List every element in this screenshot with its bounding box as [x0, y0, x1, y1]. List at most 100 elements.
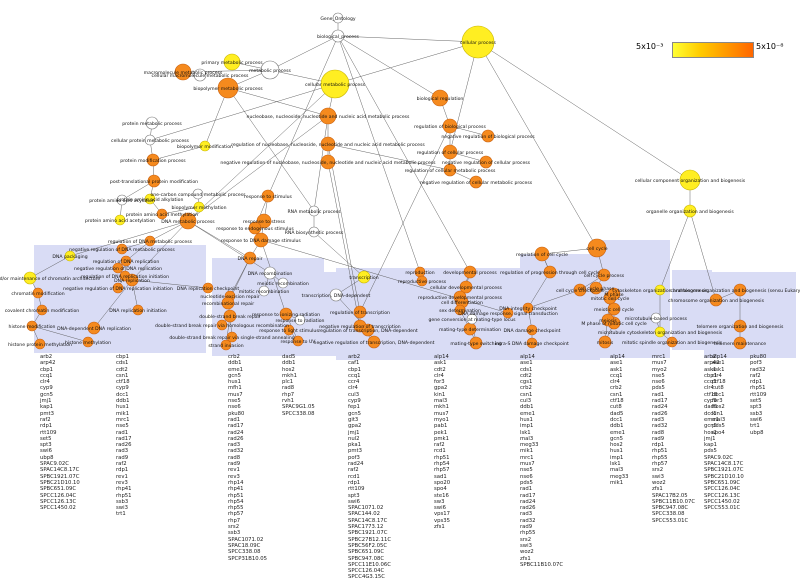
- node-histprot[interactable]: [34, 338, 46, 350]
- node-protmp[interactable]: [145, 116, 159, 130]
- node-ccob[interactable]: [679, 169, 701, 191]
- node-rdna[interactable]: [253, 232, 269, 248]
- node-rendo[interactable]: [248, 221, 262, 235]
- node-rcmp[interactable]: [443, 163, 457, 177]
- node-dnamp[interactable]: [179, 212, 197, 230]
- node-chrommod[interactable]: [32, 287, 44, 299]
- node-respradia[interactable]: [294, 314, 306, 326]
- node-biorg[interactable]: [431, 89, 449, 107]
- node-histmeth[interactable]: [82, 336, 94, 348]
- node-dnaint[interactable]: [522, 302, 534, 314]
- node-pmp[interactable]: [223, 53, 241, 71]
- node-protmod[interactable]: [146, 153, 160, 167]
- node-protacet[interactable]: [114, 214, 126, 226]
- node-bpm[interactable]: [217, 77, 239, 99]
- node-telorg[interactable]: [733, 319, 747, 333]
- node-sexdet[interactable]: [454, 304, 466, 316]
- node-ptpm[interactable]: [147, 174, 161, 188]
- node-mitosis[interactable]: [598, 335, 612, 349]
- node-transdna[interactable]: [329, 288, 343, 302]
- node-go[interactable]: [332, 12, 344, 24]
- node-protalk[interactable]: [144, 193, 156, 205]
- node-mtcyto[interactable]: [654, 326, 666, 338]
- node-cellcyclephase[interactable]: [589, 281, 603, 295]
- node-melement[interactable]: [258, 285, 270, 297]
- node-dnarepair[interactable]: [243, 251, 257, 265]
- node-dnarepcp[interactable]: [202, 282, 214, 294]
- node-protacyl[interactable]: [116, 194, 128, 206]
- node-nrbp[interactable]: [481, 129, 495, 143]
- node-nnnamp[interactable]: [319, 107, 337, 125]
- node-rdnarep[interactable]: [120, 255, 132, 267]
- node-bp[interactable]: [331, 29, 345, 43]
- node-rdnamp[interactable]: [144, 235, 156, 247]
- node-reproproc[interactable]: [416, 275, 428, 287]
- node-resptoion[interactable]: [279, 307, 293, 321]
- node-mtsw[interactable]: [469, 336, 483, 350]
- node-dnapack[interactable]: [64, 250, 76, 262]
- node-genetics[interactable]: [466, 313, 478, 325]
- node-rnnn[interactable]: [320, 136, 336, 152]
- node-dnadamcp[interactable]: [526, 324, 538, 336]
- node-nrtransdna[interactable]: [367, 335, 381, 349]
- node-strandinv[interactable]: [220, 339, 232, 351]
- node-protmeth[interactable]: [156, 208, 168, 220]
- node-cmp[interactable]: [320, 69, 350, 99]
- node-dsbrepair[interactable]: [223, 309, 237, 323]
- node-cmmp[interactable]: [193, 68, 207, 82]
- node-estab[interactable]: [23, 271, 37, 285]
- node-nrdnarep[interactable]: [112, 262, 124, 274]
- node-cp[interactable]: [461, 25, 495, 59]
- node-mtbased[interactable]: [650, 312, 662, 324]
- node-biomod[interactable]: [199, 140, 211, 152]
- node-chromorgeuk[interactable]: [733, 283, 747, 297]
- node-cellcycle[interactable]: [587, 238, 607, 258]
- node-rnabio[interactable]: [308, 226, 320, 238]
- node-dnadamresp[interactable]: [502, 307, 514, 319]
- node-mitspind[interactable]: [666, 336, 678, 348]
- node-rcp[interactable]: [442, 144, 458, 160]
- node-meiorec[interactable]: [277, 277, 289, 289]
- node-rtrans[interactable]: [353, 305, 367, 319]
- node-mphase[interactable]: [607, 287, 621, 301]
- node-rbp[interactable]: [442, 118, 458, 134]
- node-telmaint[interactable]: [733, 336, 747, 350]
- node-chromorg[interactable]: [709, 293, 723, 307]
- node-resplight[interactable]: [283, 324, 295, 336]
- node-devproc[interactable]: [463, 265, 477, 279]
- node-rtransdna[interactable]: [361, 323, 375, 337]
- node-dsbhr[interactable]: [216, 319, 228, 331]
- node-dsbssa[interactable]: [226, 331, 238, 343]
- node-dnarepinit[interactable]: [132, 304, 144, 316]
- node-meiccycle[interactable]: [607, 302, 621, 316]
- node-dnarec[interactable]: [263, 266, 277, 280]
- node-ocmp[interactable]: [192, 188, 204, 200]
- node-rnamp[interactable]: [308, 205, 320, 217]
- node-nrnnn[interactable]: [320, 154, 336, 170]
- node-histmod[interactable]: [26, 320, 38, 332]
- node-nrcp[interactable]: [479, 155, 493, 169]
- node-meiosis[interactable]: [601, 313, 615, 327]
- node-nrcmp[interactable]: [469, 175, 483, 189]
- node-rts[interactable]: [261, 189, 275, 203]
- node-dnadeprep[interactable]: [87, 321, 101, 335]
- node-intras[interactable]: [526, 337, 538, 349]
- node-recrepair[interactable]: [221, 296, 235, 310]
- node-biometh[interactable]: [193, 201, 205, 213]
- node-rcc[interactable]: [534, 246, 550, 262]
- node-cprotmp[interactable]: [144, 134, 156, 146]
- node-nrdnarepinit[interactable]: [112, 282, 124, 294]
- node-celldev[interactable]: [459, 280, 473, 294]
- node-covchrom[interactable]: [36, 304, 48, 316]
- node-mp[interactable]: [260, 60, 280, 80]
- node-rstress[interactable]: [256, 213, 272, 229]
- node-cellcyclecp[interactable]: [573, 283, 587, 297]
- node-nrdnamp[interactable]: [116, 243, 128, 255]
- node-rprog[interactable]: [543, 265, 557, 279]
- node-oob[interactable]: [683, 204, 697, 218]
- node-cytoskel[interactable]: [654, 284, 666, 296]
- node-trans[interactable]: [357, 270, 371, 284]
- node-cellcycleproc[interactable]: [597, 268, 611, 282]
- node-respuv[interactable]: [292, 335, 304, 347]
- node-mmp[interactable]: [174, 63, 192, 81]
